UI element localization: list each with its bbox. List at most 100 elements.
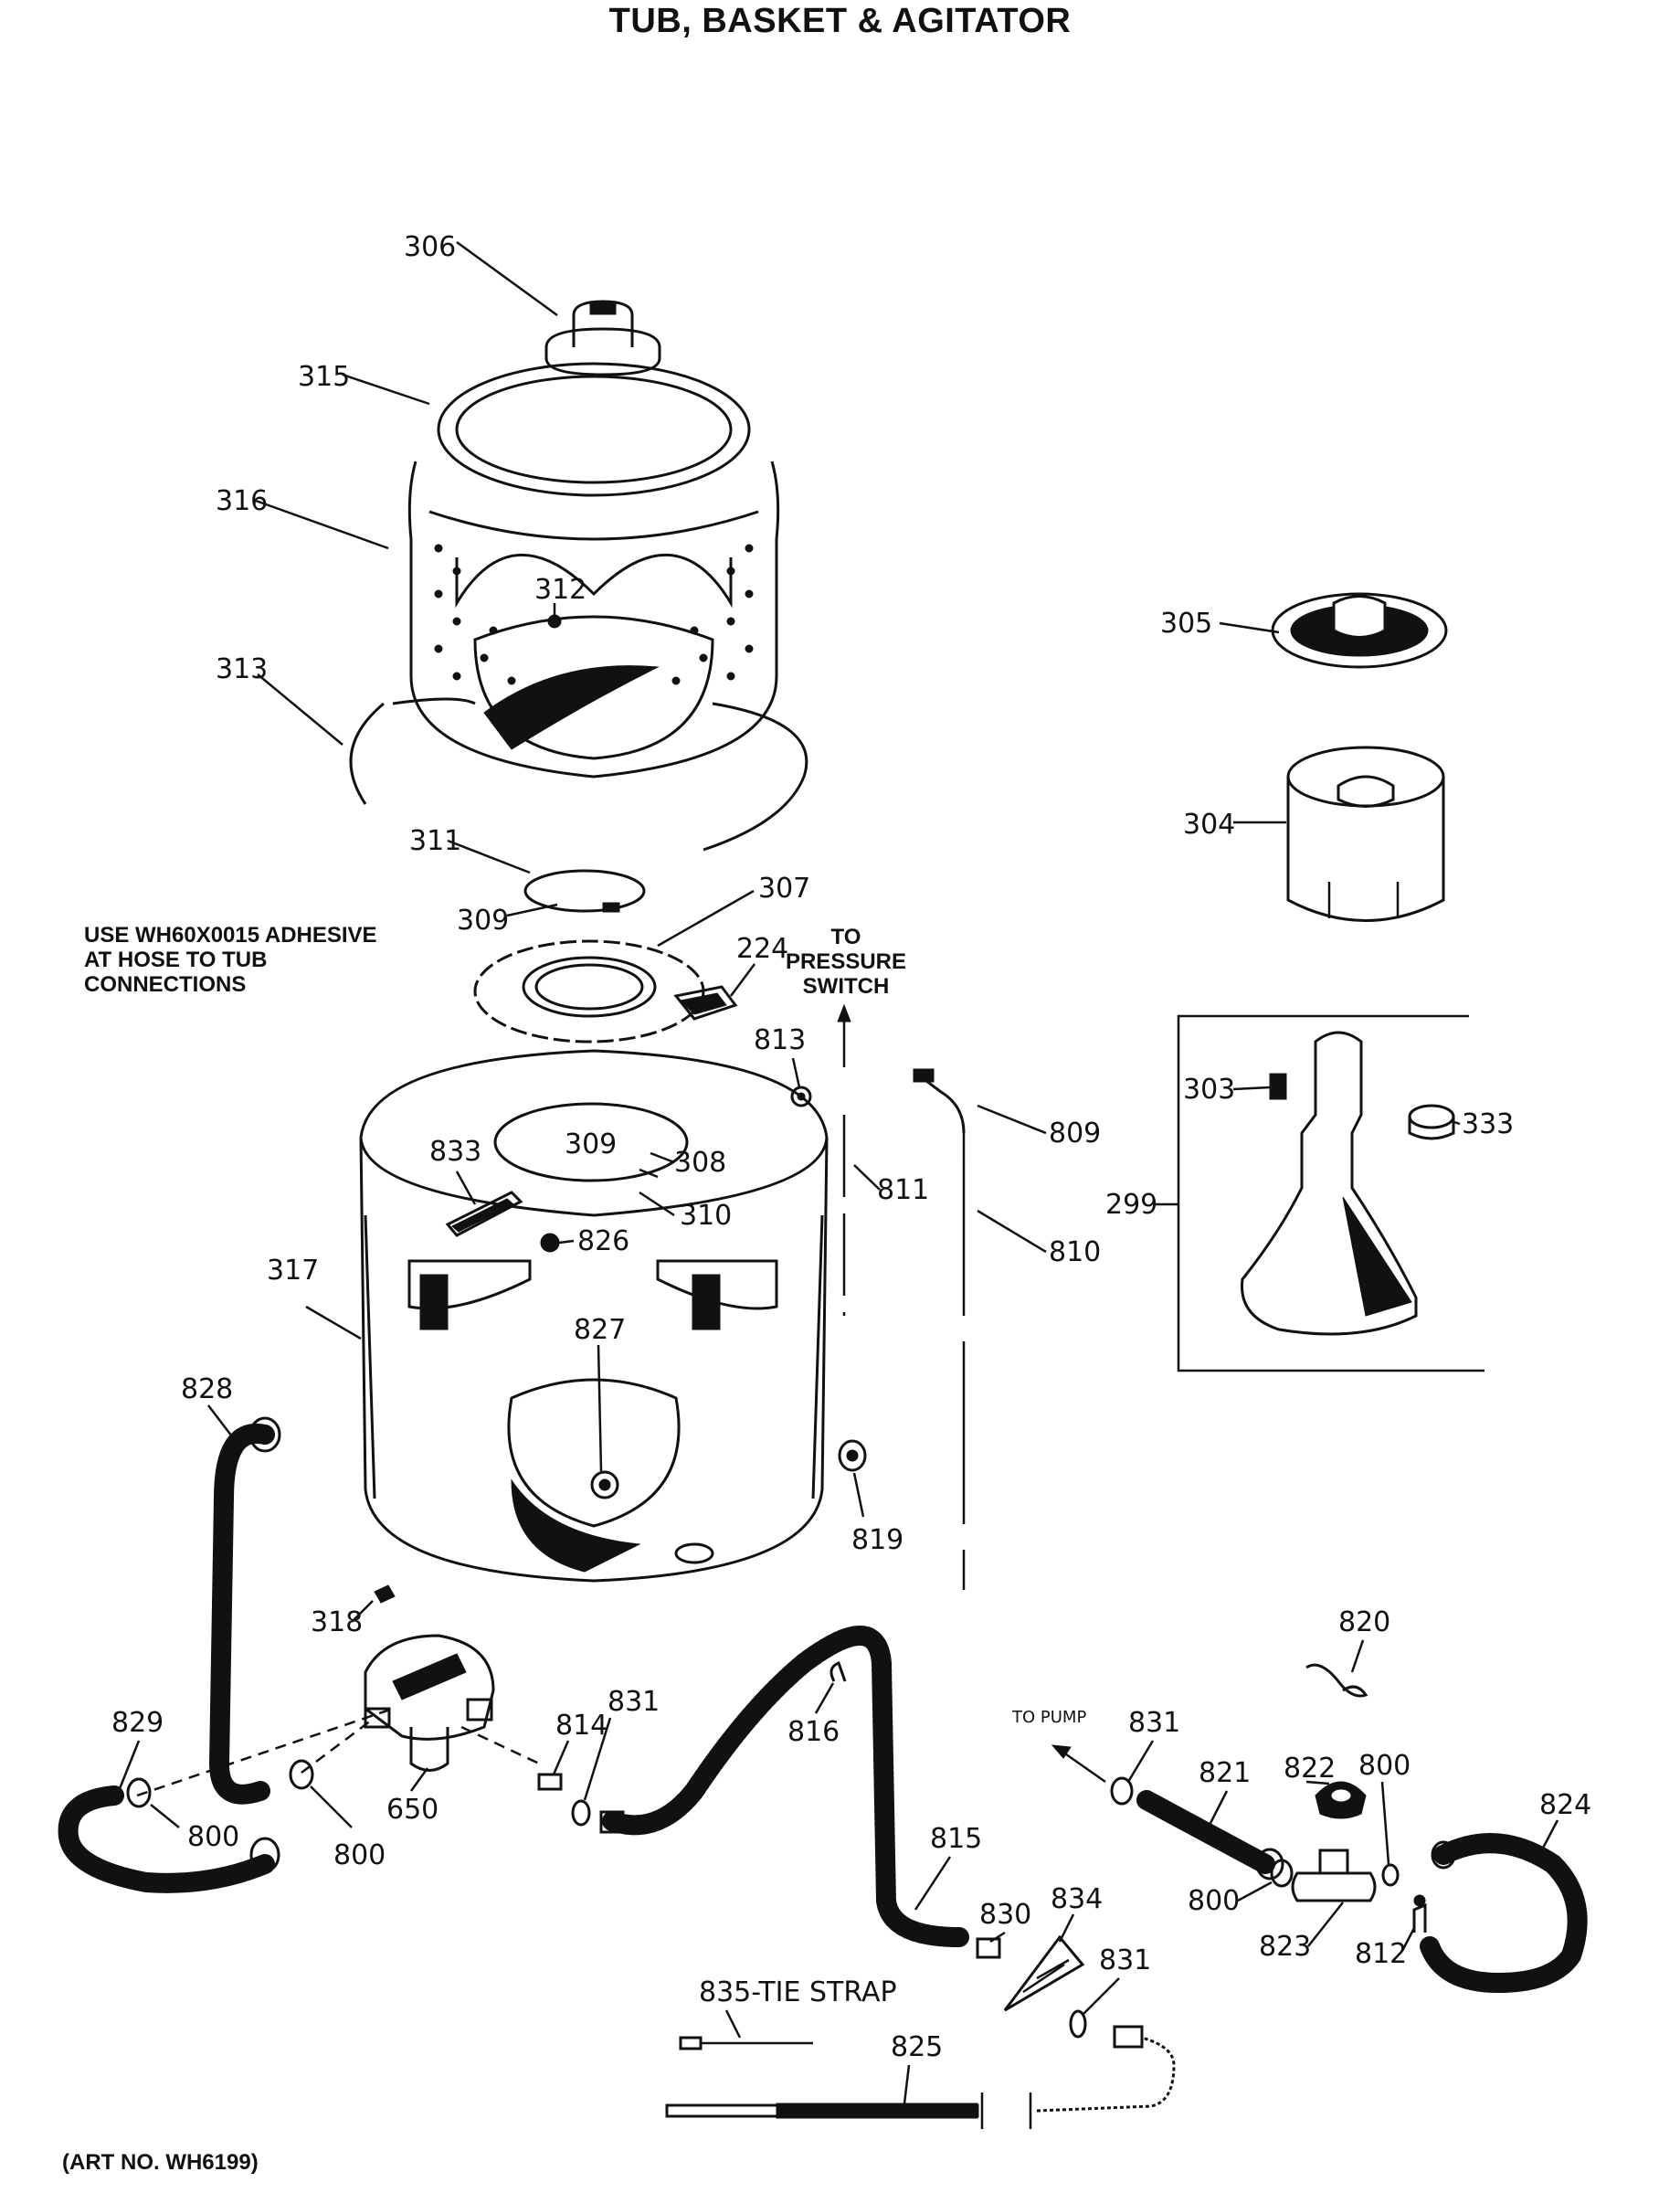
callout-812: 812 — [1355, 1938, 1407, 1970]
callout-800-d: 800 — [1188, 1885, 1240, 1917]
callout-800-c: 800 — [1358, 1750, 1411, 1782]
callout-822: 822 — [1284, 1753, 1336, 1785]
connector-814 — [537, 1773, 563, 1791]
callout-299: 299 — [1105, 1189, 1157, 1221]
diagram-title: TUB, BASKET & AGITATOR — [608, 2, 1072, 40]
callout-650: 650 — [386, 1794, 438, 1826]
pressure-tube-811 — [837, 1003, 851, 1316]
callout-828: 828 — [181, 1373, 233, 1405]
adhesive-note-line-1: USE WH60X0015 ADHESIVE — [84, 923, 377, 948]
callout-811: 811 — [877, 1174, 929, 1206]
clip-318 — [374, 1584, 396, 1604]
to-pump-label: TO PUMP — [1011, 1708, 1086, 1727]
callout-820: 820 — [1338, 1606, 1390, 1638]
drain-hose-815 — [599, 1626, 969, 1947]
callout-305: 305 — [1160, 608, 1212, 640]
callout-831-a: 831 — [608, 1686, 660, 1718]
callout-311: 311 — [409, 825, 461, 857]
adhesive-note-line-3: CONNECTIONS — [84, 972, 247, 997]
dashed-connections — [136, 1707, 540, 1797]
agitator-cap-306 — [544, 300, 661, 376]
callout-834: 834 — [1051, 1883, 1103, 1915]
fitting-812 — [1412, 1894, 1427, 1933]
pressure-switch-note: TO PRESSURE SWITCH — [784, 925, 908, 999]
filter-834 — [1003, 1934, 1085, 2012]
callout-800-a: 800 — [187, 1821, 239, 1853]
callout-825: 825 — [891, 2031, 943, 2063]
agitator-top-304 — [1286, 746, 1445, 922]
callout-824: 824 — [1539, 1789, 1591, 1821]
hose-829 — [58, 1785, 280, 1893]
clamp-831-b — [1110, 1776, 1134, 1806]
cap-333 — [1408, 1104, 1455, 1140]
tie-strap-label: 835-TIE STRAP — [699, 1976, 897, 2008]
hose-825 — [665, 2025, 1176, 2129]
adhesive-note-line-2: AT HOSE TO TUB — [84, 948, 268, 972]
callout-309-b: 309 — [565, 1128, 617, 1160]
balance-ring-315 — [437, 362, 751, 497]
pressure-note-line-3: SWITCH — [802, 974, 890, 999]
clip-816 — [829, 1661, 847, 1682]
callout-827: 827 — [574, 1314, 626, 1346]
clamp-831-c — [1069, 2009, 1087, 2039]
seal-833 — [445, 1191, 523, 1237]
callout-800-b: 800 — [333, 1839, 386, 1871]
pump-650 — [364, 1634, 495, 1772]
callout-303: 303 — [1183, 1074, 1235, 1106]
cap-822 — [1315, 1781, 1367, 1819]
snubber-ring-313 — [349, 697, 808, 852]
callout-830: 830 — [979, 1899, 1031, 1931]
callout-813: 813 — [754, 1024, 806, 1056]
bracket-224 — [673, 985, 738, 1021]
agitator-box-299 — [1177, 1014, 1485, 1372]
callout-831-c: 831 — [1099, 1944, 1151, 1976]
grommet-819 — [838, 1439, 867, 1472]
adhesive-note: USE WH60X0015 ADHESIVE AT HOSE TO TUB CO… — [84, 923, 377, 997]
callout-819: 819 — [851, 1524, 903, 1556]
art-number: (ART NO. WH6199) — [62, 2150, 259, 2175]
callout-815: 815 — [930, 1823, 982, 1855]
to-pump-arrow — [1051, 1744, 1106, 1784]
callout-833: 833 — [429, 1136, 481, 1168]
callout-810: 810 — [1049, 1236, 1101, 1268]
callout-307: 307 — [758, 873, 810, 905]
callout-823: 823 — [1259, 1931, 1311, 1963]
valve-823 — [1291, 1849, 1377, 1902]
callout-821: 821 — [1199, 1757, 1251, 1789]
callout-315: 315 — [298, 361, 350, 393]
callout-814: 814 — [555, 1710, 608, 1742]
callout-809: 809 — [1049, 1118, 1101, 1149]
callout-816: 816 — [787, 1716, 840, 1748]
coupling-830 — [976, 1937, 1001, 1959]
callout-316: 316 — [216, 485, 268, 517]
callout-317: 317 — [267, 1255, 319, 1287]
leader-lines — [117, 240, 1559, 2104]
callout-318: 318 — [311, 1606, 363, 1638]
callout-829: 829 — [111, 1707, 164, 1739]
pressure-note-line-1: TO — [830, 925, 861, 949]
callout-224: 224 — [736, 933, 788, 965]
callout-306: 306 — [404, 231, 456, 263]
agitator-303 — [1241, 1031, 1418, 1336]
callout-labels: 306 315 316 312 313 311 309 307 224 813 … — [111, 231, 1591, 2063]
hose-828 — [209, 1416, 281, 1805]
callout-308: 308 — [674, 1147, 726, 1179]
callout-831-b: 831 — [1128, 1707, 1180, 1739]
callout-310: 310 — [680, 1200, 732, 1232]
basket-perforations — [434, 544, 754, 685]
spring-820 — [1305, 1663, 1368, 1698]
hose-821 — [1136, 1790, 1284, 1880]
hose-809 — [913, 1068, 966, 1134]
callout-304: 304 — [1183, 809, 1235, 841]
outer-tub-317 — [359, 1049, 829, 1583]
basket-316 — [407, 461, 780, 779]
tie-strap-835 — [679, 2036, 813, 2050]
callout-312: 312 — [534, 574, 586, 606]
clamp-831-a — [571, 1799, 591, 1827]
callout-826: 826 — [577, 1225, 629, 1257]
agitator-cap-305 — [1271, 592, 1448, 669]
nut-826 — [540, 1233, 560, 1253]
callout-333: 333 — [1462, 1108, 1514, 1140]
callout-313: 313 — [216, 653, 268, 685]
